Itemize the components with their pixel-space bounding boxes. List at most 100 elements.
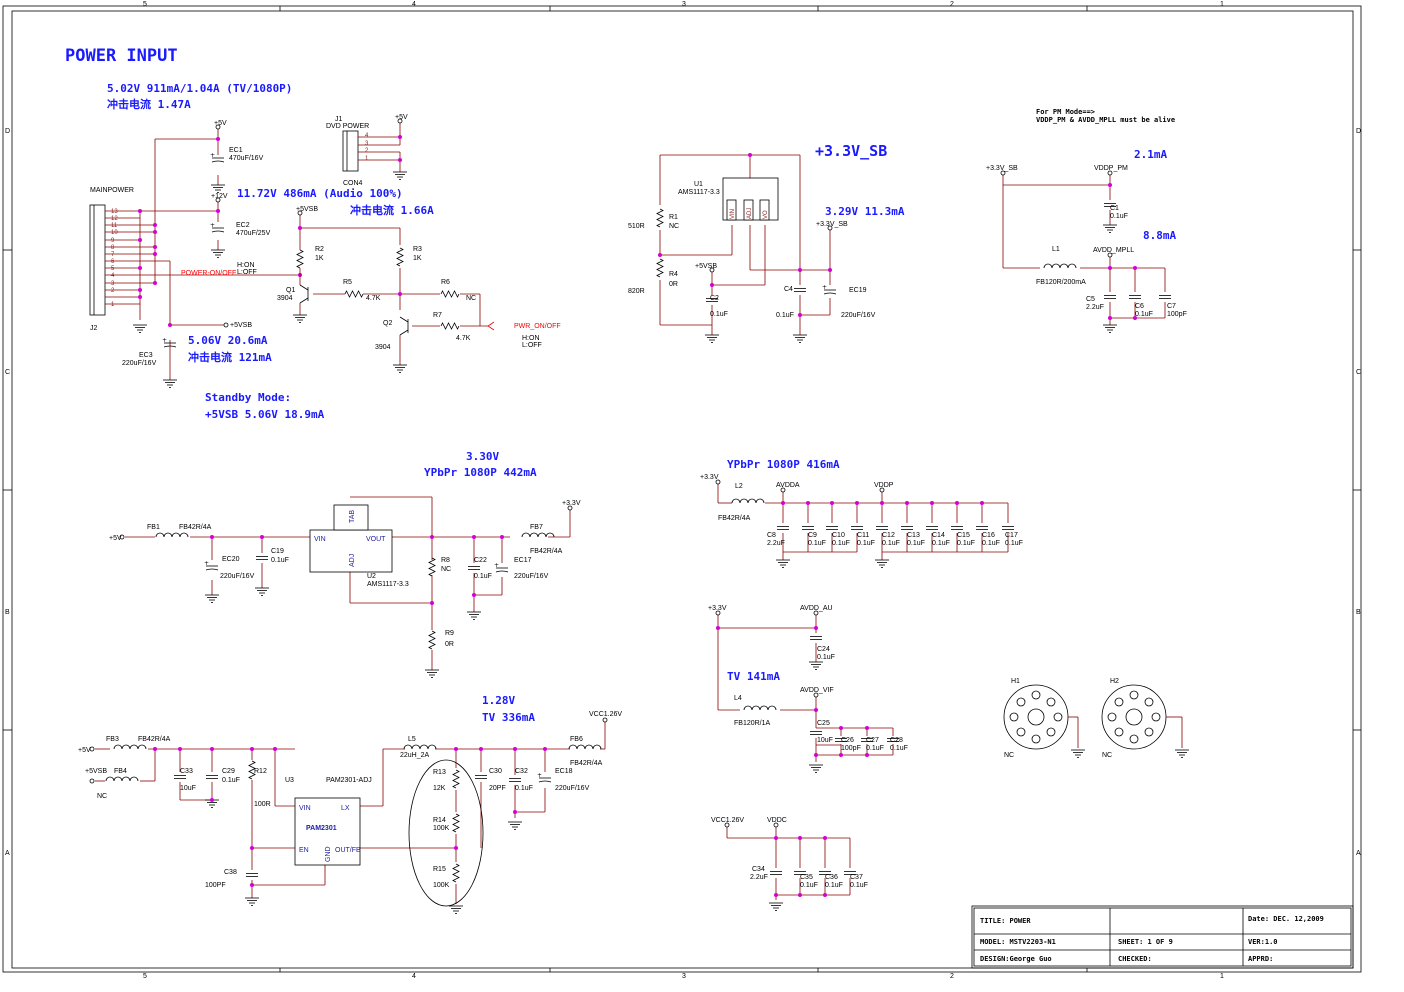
title-block-text: TITLE: POWER Date: DEC. 12,2009 MODEL: M… [980,915,1324,963]
r4-value: 0R [669,281,678,288]
l2-label: L2 [735,483,743,490]
col-label: 5 [143,1,147,8]
cap-label: C11 [857,532,869,539]
con4-pin: 2 [365,148,369,154]
row-label: C [5,369,10,376]
j2-pin: 4 [111,273,115,279]
title-block-model: MODEL: MSTV2203-N1 [980,938,1056,946]
pam-labels: +5V +5VSB FB3 FB42R/4A FB4 NC C33 10uF C… [78,711,622,889]
h2-nc: NC [1102,752,1112,759]
r8-label: R8 [441,557,450,564]
con4-pin: 4 [365,133,369,139]
cap-value: 0.1uF [825,882,843,889]
net-5v: +5V [395,114,408,121]
net-12v: +12V [211,193,228,200]
title-block [971,905,1354,969]
sb33-labels: U1 AMS1117-3.3 VIN ADJ VO R1 NC 510R R4 … [628,181,876,319]
h1-nc: NC [1004,752,1014,759]
dvd-labels: J1 DVD POWER CON4 +5V 4 3 2 1 [326,114,408,187]
net-avdd-vif: AVDD_VIF [800,687,834,694]
c30-value: 20PF [489,785,506,792]
c7-value: 100pF [1167,311,1187,318]
c38-label: C38 [224,869,237,876]
c19-label: C19 [271,548,284,555]
l4-label: L4 [734,695,742,702]
r9-label: R9 [445,630,454,637]
u1-value: AMS1117-3.3 [678,189,720,196]
j2-pin: 13 [111,209,118,215]
annotation-tv-i: TV 336mA [482,711,535,724]
standby-value: +5VSB 5.06V 18.9mA [205,408,325,421]
annotation-12v-inrush: 冲击电流 1.66A [350,203,434,217]
cap-label: C8 [767,532,776,539]
cap-value: 0.1uF [907,540,925,547]
ec20-value: 220uF/16V [220,573,255,580]
r7-label: R7 [433,312,442,319]
title-block-sheet: SHEET: 1 OF 9 [1118,938,1173,946]
row-label: A [1356,850,1361,857]
u1-pin-adj: ADJ [747,208,753,219]
cap-label: C35 [800,874,813,881]
net-vddc: VDDC [767,817,787,824]
title-block-apprd: APPRD: [1248,955,1273,963]
fb4-nc: NC [97,793,107,800]
cap-label: C12 [882,532,895,539]
mounting-holes [1003,684,1190,758]
title-block-design: DESIGN:George Guo [980,955,1052,963]
ec18-label: EC18 [555,768,573,775]
u2-label: U2 [367,573,376,580]
cap-label: C10 [832,532,845,539]
c2-label: C2 [710,295,719,302]
net-5vsb: +5VSB [695,263,717,270]
r5-label: R5 [343,279,352,286]
c4-label: C4 [784,286,793,293]
fb7-label: FB7 [530,524,543,531]
c22-label: C22 [474,557,487,564]
l1-value: FB120R/200mA [1036,279,1086,286]
section-33v-sb [659,154,831,335]
avdda-symbols [715,479,1015,568]
col-label: 1 [1220,973,1224,980]
net-5vsb: +5VSB [296,206,318,213]
q2-label: Q2 [383,320,392,327]
cap-label: C16 [982,532,995,539]
l4-value: FB120R/1A [734,720,771,727]
mainpower-label: MAINPOWER [90,187,134,194]
r2-label: R2 [315,246,324,253]
vddc-symbols [724,822,857,911]
u3-lx-pin: LX [341,805,350,812]
fb3-label: FB3 [106,736,119,743]
r14-label: R14 [433,817,446,824]
title-block-date: Date: DEC. 12,2009 [1248,915,1324,923]
row-label: D [1356,128,1361,135]
title-block-title: TITLE: POWER [980,917,1031,925]
u2-adj-pin: ADJ [349,554,356,567]
annotation-5v-inrush: 冲击电流 1.47A [107,97,191,111]
net-33v-sb: +3.3V_SB [816,221,848,228]
fb6-label: FB6 [570,736,583,743]
r4-label: R4 [669,271,678,278]
h2-label: H2 [1110,678,1119,685]
u3-chip-name: PAM2301 [306,825,337,832]
u1-pin-vo: VO [763,210,769,219]
title-block-checked: CHECKED: [1118,955,1152,963]
j1-label: J1 [335,116,343,123]
main-power-junctions [138,137,302,327]
cap-label: C27 [866,737,879,744]
row-label: D [5,128,10,135]
pm-note-2: VDDP_PM & AVDD_MPLL must be alive [1036,116,1175,124]
r3-label: R3 [413,246,422,253]
main-power-symbols [132,124,229,388]
net-5v: +5V [109,535,122,542]
pwr-onoff-net: PWR_ON/OFF [514,323,561,330]
row-label: B [1356,609,1361,616]
row-label: A [5,850,10,857]
c33-value: 10uF [180,785,196,792]
border-column-labels: 5 4 3 2 1 5 4 3 2 1 D C B A D C B A [5,1,1361,980]
r1-alt-value: 510R [628,223,645,230]
q1-label: Q1 [286,287,295,294]
r3-value: 1K [413,255,422,262]
net-avdda: AVDDA [776,482,800,489]
cap-value: 100pF [841,745,861,752]
u2-value: AMS1117-3.3 [367,581,409,588]
